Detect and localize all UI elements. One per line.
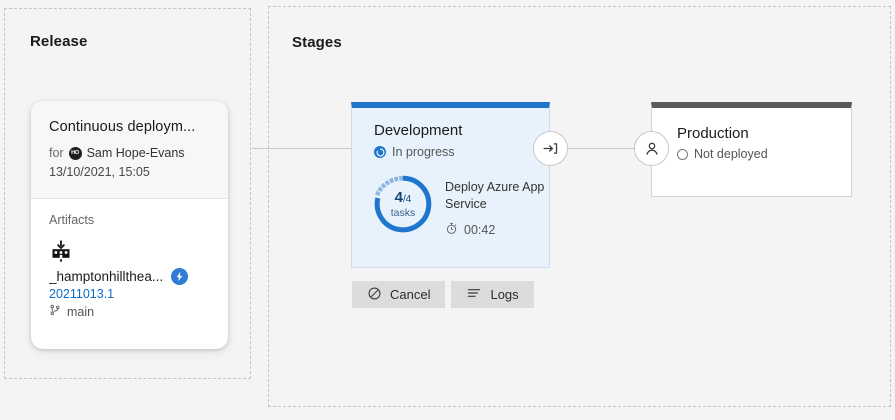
current-task-duration-row: 00:42 (445, 222, 549, 238)
release-datetime: 13/10/2021, 15:05 (49, 165, 150, 179)
person-approval-icon[interactable] (634, 131, 669, 166)
stage-status-production: Not deployed (677, 147, 837, 161)
stage-card-development[interactable]: Development In progress (351, 102, 550, 268)
stage-name-production: Production (677, 125, 749, 142)
release-card-artifacts: Artifacts _hamptonhillthea.. (31, 199, 228, 335)
current-task-info: Deploy Azure App Service 00:42 (445, 175, 549, 238)
release-panel (4, 8, 251, 379)
current-task-duration: 00:42 (464, 223, 496, 237)
production-header: Production Not deployed (652, 108, 851, 161)
development-stage-actions: Cancel Logs (352, 281, 534, 308)
task-progress-donut: 4/4 tasks (374, 175, 432, 233)
task-count-completed: 4 (394, 188, 403, 206)
artifact-branch-row: main (49, 304, 210, 319)
stages-panel (268, 6, 891, 407)
connector-release-to-development (252, 148, 352, 149)
stage-status-development: In progress (374, 145, 533, 159)
cancel-button[interactable]: Cancel (352, 281, 446, 308)
cancel-button-label: Cancel (390, 287, 431, 302)
artifact-version[interactable]: 20211013.1 (49, 287, 115, 301)
stage-name-development: Development (374, 122, 463, 139)
connector-development-to-production (550, 148, 651, 149)
author-name: Sam Hope-Evans (86, 146, 185, 160)
release-title-text: Continuous deploym... (49, 119, 196, 135)
task-unit-label: tasks (390, 206, 416, 219)
stages-panel-title: Stages (292, 34, 342, 51)
donut-center-label: 4/4 tasks (374, 175, 432, 233)
lightning-bolt-icon[interactable] (171, 268, 189, 285)
task-count: 4/4 (395, 190, 412, 205)
development-header: Development In progress (352, 108, 549, 159)
stage-card-production[interactable]: Production Not deployed (651, 102, 852, 197)
artifact-item[interactable]: _hamptonhillthea... 20211013.1 (49, 239, 210, 319)
build-artifact-icon (49, 240, 73, 267)
avatar: HO (68, 146, 82, 160)
release-card-divider (31, 198, 228, 199)
current-task-name: Deploy Azure App Service (445, 180, 545, 211)
deploy-arrow-into-bracket-icon[interactable] (533, 131, 568, 166)
stopwatch-icon (445, 222, 458, 238)
logs-button-label: Logs (490, 287, 519, 302)
artifact-name[interactable]: _hamptonhillthea... (49, 269, 164, 284)
artifact-branch-name: main (67, 304, 95, 319)
in-progress-icon (374, 146, 386, 158)
logs-button[interactable]: Logs (451, 281, 534, 308)
artifact-name-row: _hamptonhillthea... (49, 268, 210, 285)
release-card-header: Continuous deploym... for HO Sam Hope-Ev… (31, 101, 228, 198)
logs-lines-icon (466, 285, 482, 304)
git-branch-icon (49, 304, 61, 319)
stage-status-text-production: Not deployed (694, 147, 768, 161)
for-label: for (49, 146, 64, 160)
not-deployed-ring-icon (677, 148, 688, 160)
release-panel-title: Release (30, 33, 88, 50)
release-card[interactable]: Continuous deploym... for HO Sam Hope-Ev… (31, 101, 228, 349)
cancel-circle-slash-icon (367, 286, 382, 304)
stage-status-text-development: In progress (392, 145, 455, 159)
release-author-row: for HO Sam Hope-Evans (49, 146, 210, 160)
task-count-total: /4 (403, 193, 412, 205)
development-task-row: 4/4 tasks Deploy Azure App Service (352, 175, 549, 238)
artifacts-label: Artifacts (49, 213, 95, 227)
